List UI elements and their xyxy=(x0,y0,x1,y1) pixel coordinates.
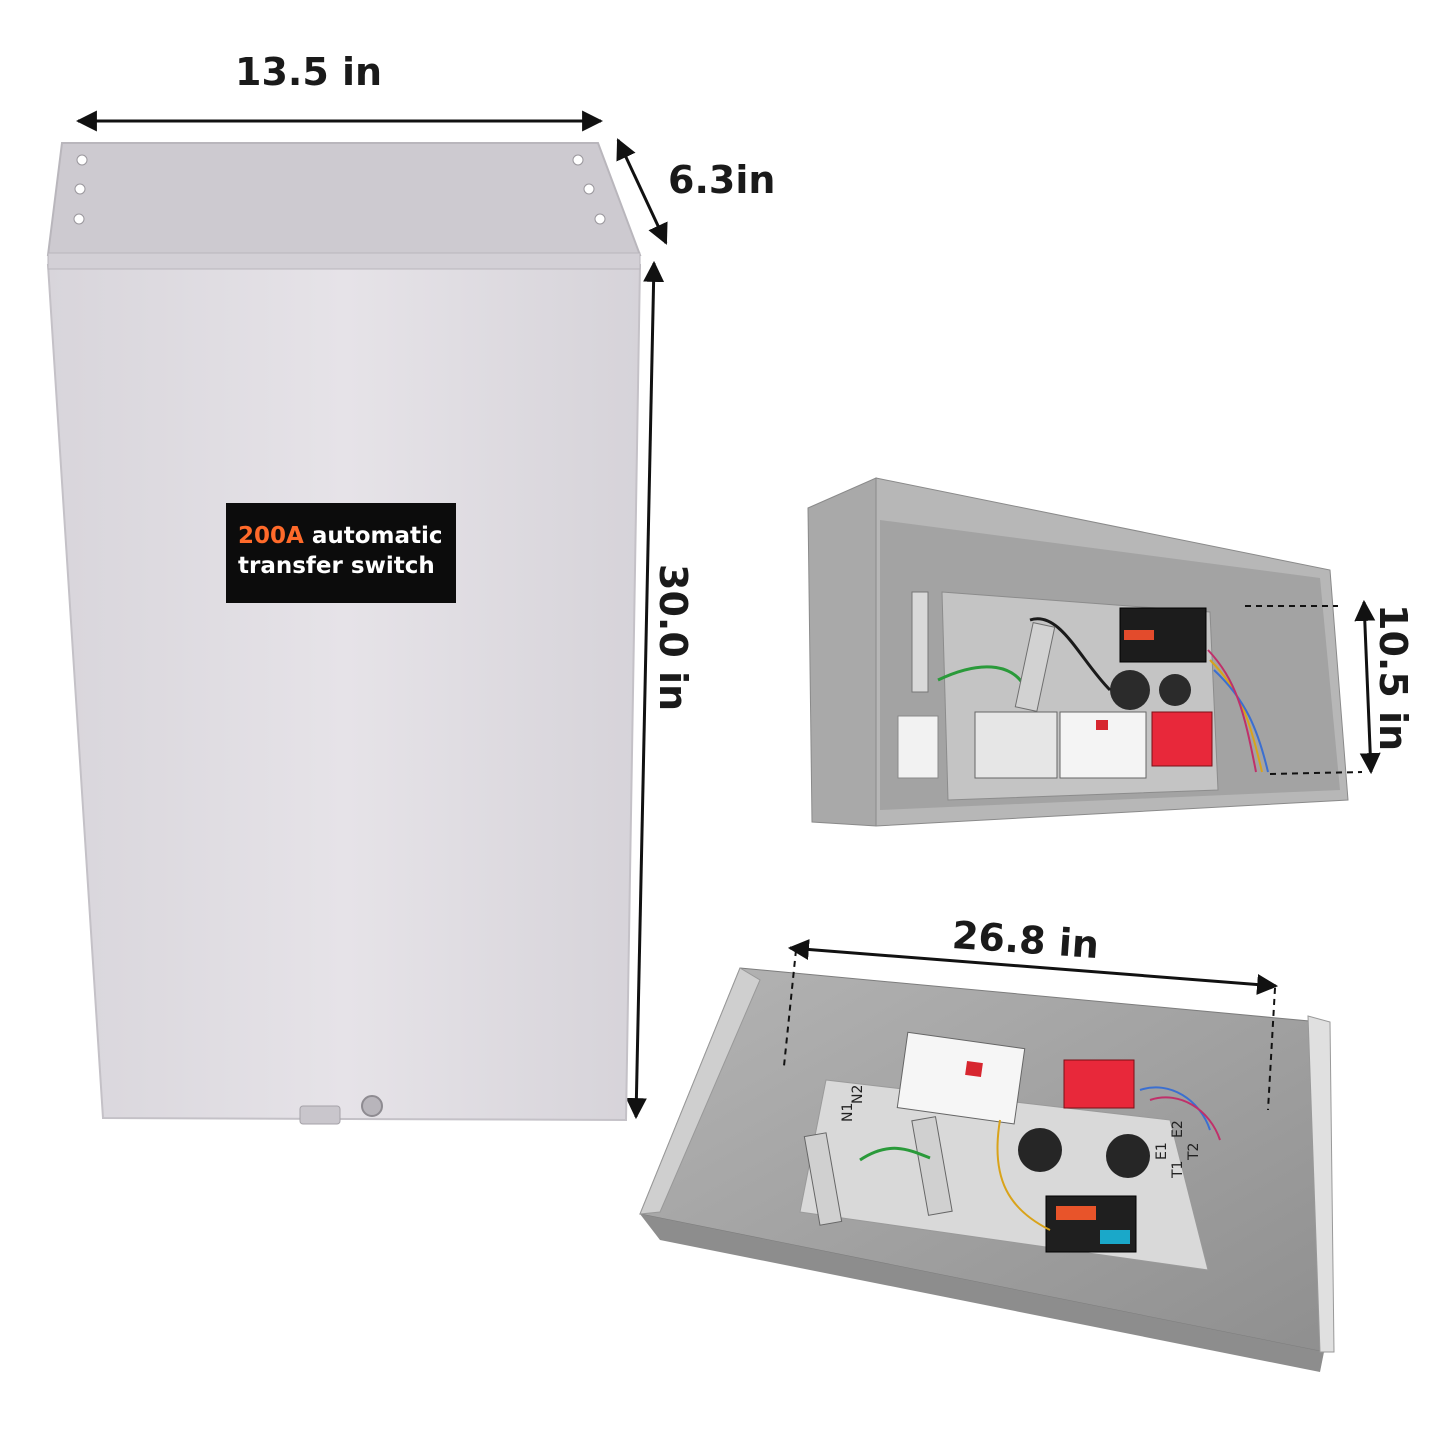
inner-height-dimension-label: 10.5 in xyxy=(1371,604,1415,751)
n2-label: N2 xyxy=(850,1085,866,1104)
height-dimension-arrow xyxy=(625,260,665,1120)
rating-text: 200A xyxy=(238,523,304,549)
open-enclosure-tilted-view xyxy=(639,949,1335,1372)
open-enclosure-side-view xyxy=(807,477,1363,827)
t2-label: T2 xyxy=(1186,1143,1202,1161)
width-dimension-label: 13.5 in xyxy=(235,50,383,94)
e1-label: E1 xyxy=(1154,1142,1170,1160)
product-type-text: automatic xyxy=(311,523,443,549)
inner-width-dimension-arrow xyxy=(787,939,1279,995)
e2-label: E2 xyxy=(1170,1120,1186,1138)
depth-dimension-label: 6.3in xyxy=(668,158,776,202)
closed-enclosure xyxy=(46,142,642,1125)
product-label-line-2: transfer switch xyxy=(238,553,435,579)
inner-height-dimension-arrow xyxy=(1354,599,1381,775)
depth-dimension-arrow xyxy=(616,138,668,245)
product-label: 200A automatic transfer switch xyxy=(226,503,456,603)
n1-label: N1 xyxy=(840,1103,856,1122)
height-dimension-label: 30.0 in xyxy=(651,564,695,711)
t1-label: T1 xyxy=(1170,1161,1186,1179)
product-label-line-1: 200A automatic xyxy=(238,521,456,551)
